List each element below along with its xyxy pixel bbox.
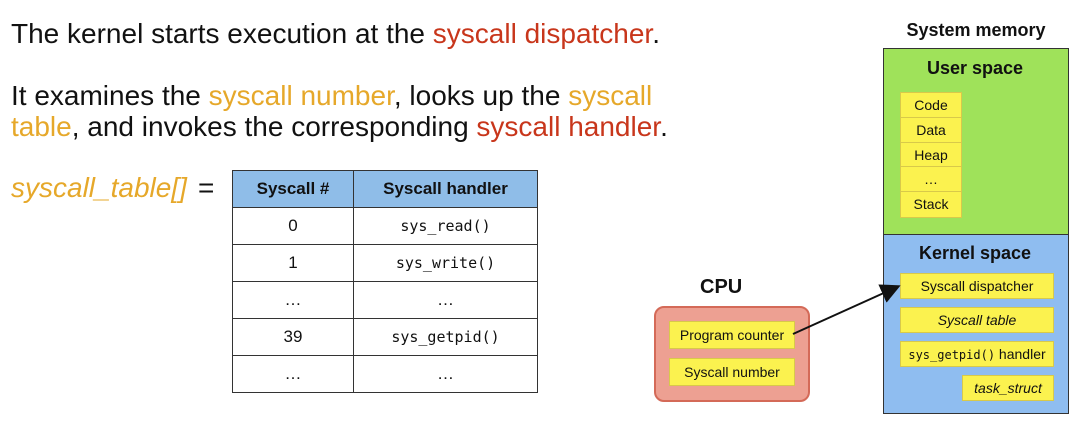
syscall-number-cell: … — [232, 355, 354, 393]
syscall-handler-cell: sys_write() — [353, 244, 538, 282]
syscall-number-cell: 0 — [232, 207, 354, 245]
syscall-handler-cell: … — [353, 355, 538, 393]
table-variable-name: syscall_table[] — [11, 172, 187, 203]
table-row: … … — [232, 355, 538, 393]
syscall-number-register: Syscall number — [669, 358, 795, 386]
system-memory-title: System memory — [906, 20, 1046, 40]
segment-ellipsis: … — [901, 167, 961, 193]
syscall-table-term-part-1: syscall — [568, 80, 653, 111]
sentence-2-period: . — [660, 111, 668, 142]
sentence-2-line-1: It examines the syscall number, looks up… — [11, 80, 652, 112]
segment-stack: Stack — [913, 196, 949, 213]
user-space-title: User space — [926, 58, 1024, 78]
sentence-1-text: The kernel starts execution at the — [11, 18, 433, 49]
handler-suffix: handler — [995, 346, 1046, 362]
syscall-handler-cell: sys_getpid() — [353, 318, 538, 356]
sentence-2-text-a: It examines the — [11, 80, 209, 111]
sentence-2-text-c: , and invokes the corresponding — [71, 111, 477, 142]
table-header-row: Syscall # Syscall handler — [232, 170, 538, 208]
syscall-handler-cell: sys_read() — [353, 207, 538, 245]
syscall-table-term-part-2: table — [11, 111, 72, 142]
equals-sign: = — [198, 172, 215, 203]
syscall-dispatcher-term: syscall dispatcher — [432, 18, 653, 49]
program-counter-register: Program counter — [669, 321, 795, 349]
sentence-1: The kernel starts execution at the sysca… — [11, 18, 660, 50]
sentence-2-text-b: , looks up the — [393, 80, 569, 111]
table-row: 1 sys_write() — [232, 244, 538, 282]
sentence-1-period: . — [652, 18, 660, 49]
syscall-number-cell: 1 — [232, 244, 354, 282]
syscall-handler-term: syscall handler — [476, 111, 661, 142]
table-row: … … — [232, 281, 538, 319]
table-row: 39 sys_getpid() — [232, 318, 538, 356]
kernel-space-title: Kernel space — [918, 243, 1032, 263]
sentence-2-line-2: table, and invokes the corresponding sys… — [11, 111, 668, 143]
table-row: 0 sys_read() — [232, 207, 538, 245]
syscall-number-term: syscall number — [208, 80, 394, 111]
segment-data: Data — [901, 118, 961, 143]
sys-getpid-handler-label: sys_getpid() handler — [900, 341, 1054, 367]
header-syscall-handler: Syscall handler — [353, 170, 538, 208]
user-memory-segments: Code Data Heap … Stack — [900, 92, 962, 218]
cpu-title: CPU — [700, 276, 743, 298]
syscall-table: Syscall # Syscall handler 0 sys_read() 1… — [232, 170, 538, 393]
header-syscall-number: Syscall # — [232, 170, 354, 208]
segment-heap: Heap — [901, 143, 961, 168]
syscall-dispatcher-label: Syscall dispatcher — [900, 273, 1054, 299]
segment-code: Code — [901, 93, 961, 118]
syscall-handler-cell: … — [353, 281, 538, 319]
task-struct-label: task_struct — [962, 375, 1054, 401]
syscall-table-label: Syscall table — [900, 307, 1054, 333]
handler-function-name: sys_getpid() — [908, 348, 996, 362]
